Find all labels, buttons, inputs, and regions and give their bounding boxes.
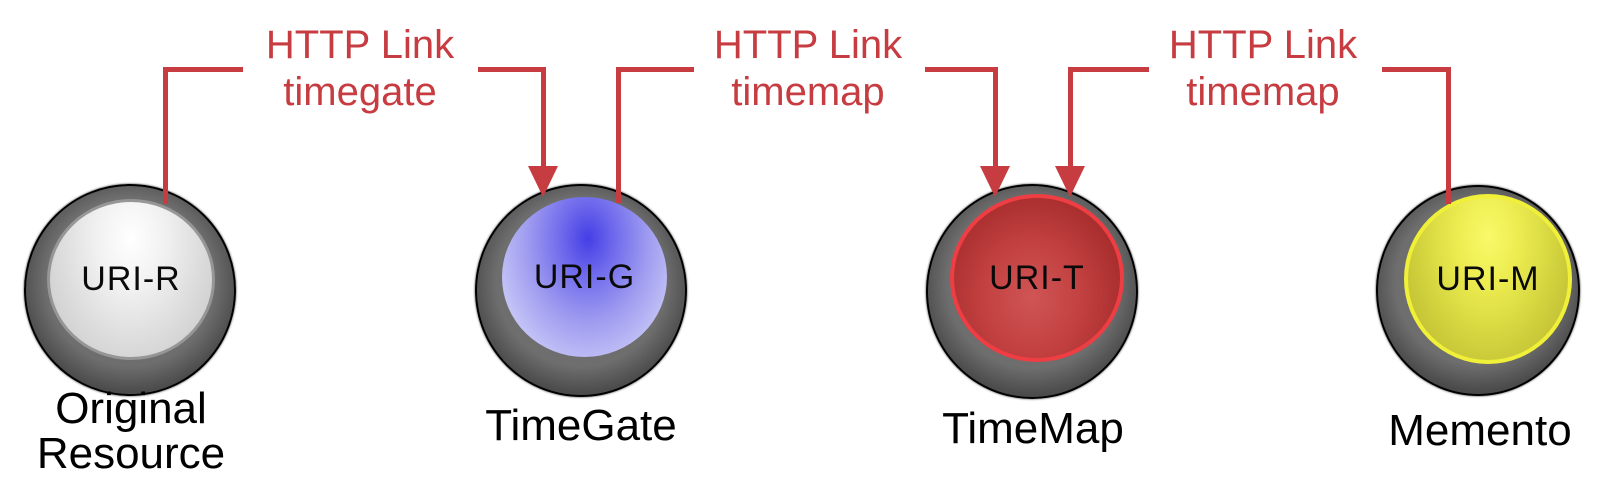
memento-sphere: URI-M <box>1404 194 1572 364</box>
timegate-sphere: URI-G <box>502 197 667 357</box>
connector3-source-stem <box>1446 67 1451 204</box>
connector2-source-stem <box>616 67 621 203</box>
uri-t-label: URI-T <box>989 258 1085 297</box>
original-resource-name: Original Resource <box>6 386 256 476</box>
connector1-drop <box>541 67 546 166</box>
memento-name: Memento <box>1330 408 1611 453</box>
uri-r-label: URI-R <box>81 260 181 298</box>
uri-m-label: URI-M <box>1436 259 1540 298</box>
link-label-timemap-1: HTTP Link timemap <box>658 22 958 116</box>
timemap-sphere: URI-T <box>950 194 1124 362</box>
connector3-drop <box>1068 67 1073 166</box>
node-timegate: URI-G <box>475 184 687 397</box>
link-label-line1: HTTP Link <box>265 23 455 67</box>
connector2-drop <box>993 67 998 166</box>
connector2-rail-right <box>925 67 995 72</box>
arrowhead-into-timegate-icon <box>528 166 558 197</box>
link-label-timegate: HTTP Link timegate <box>210 22 510 116</box>
arrowhead-into-timemap-left-icon <box>980 166 1010 197</box>
timegate-name-line1: TimeGate <box>485 401 677 450</box>
original-resource-name-line2: Resource <box>36 429 226 478</box>
link-label-line2: timemap <box>1186 70 1340 114</box>
connector1-source-stem <box>163 67 168 204</box>
node-memento: URI-M <box>1376 185 1580 396</box>
uri-g-label: URI-G <box>533 257 636 296</box>
original-resource-name-line1: Original <box>55 384 207 433</box>
connector2-rail-left <box>616 67 694 72</box>
link-label-line1: HTTP Link <box>713 23 903 67</box>
link-label-timemap-2: HTTP Link timemap <box>1113 22 1413 116</box>
link-label-line1: HTTP Link <box>1168 23 1358 67</box>
timemap-name-line1: TimeMap <box>942 404 1124 453</box>
original-resource-sphere: URI-R <box>47 199 215 360</box>
connector1-rail-right <box>478 67 544 72</box>
memento-name-line1: Memento <box>1388 406 1572 455</box>
arrowhead-into-timemap-right-icon <box>1055 166 1085 197</box>
connector1-rail-left <box>163 67 243 72</box>
link-label-line2: timemap <box>731 70 885 114</box>
connector3-rail-left <box>1070 67 1149 72</box>
timemap-name: TimeMap <box>883 406 1183 451</box>
connector3-rail-right <box>1382 67 1449 72</box>
link-label-line2: timegate <box>283 70 437 114</box>
timegate-name: TimeGate <box>431 403 731 448</box>
node-timemap: URI-T <box>926 184 1138 399</box>
node-original-resource: URI-R <box>24 184 236 396</box>
